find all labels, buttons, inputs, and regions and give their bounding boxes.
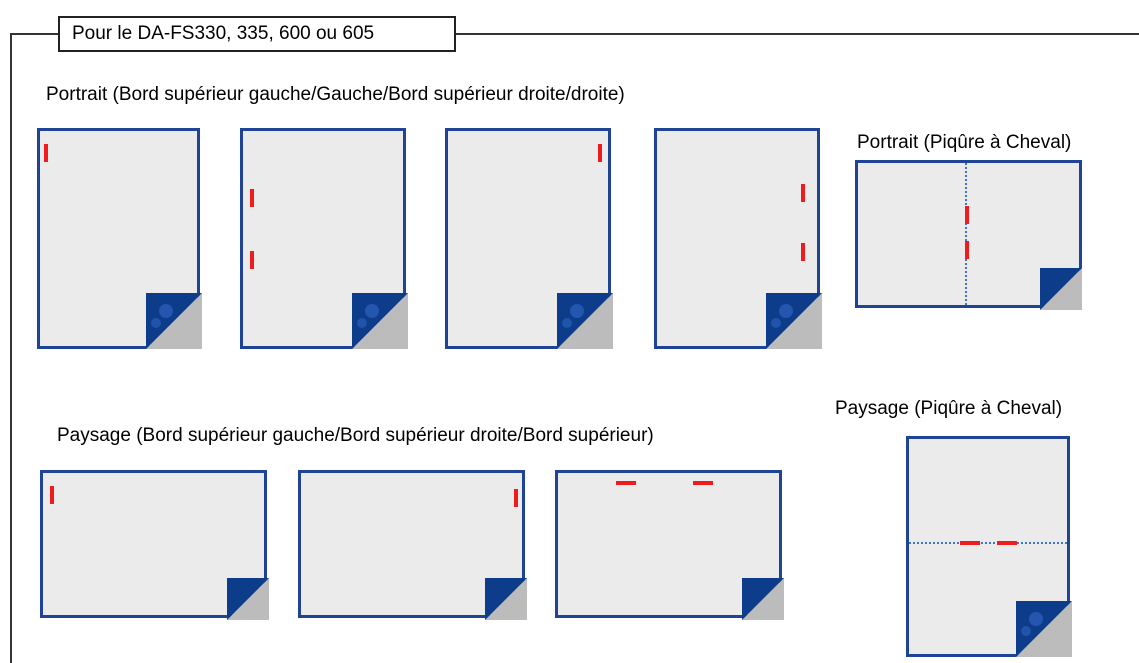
staple-mark [801,243,805,261]
section-title: Pour le DA-FS330, 335, 600 ou 605 [58,16,456,52]
frame-top-left-line [10,33,58,35]
staple-mark [50,486,54,504]
staple-mark [598,144,602,162]
staple-mark [250,189,254,207]
staple-mark [965,206,969,224]
staple-mark [693,481,713,485]
folded-corner-icon [742,578,784,620]
folded-corner-icon [557,293,613,349]
folded-corner-icon [1040,268,1082,310]
folded-corner-icon [227,578,269,620]
portrait-top-left-sheet [37,128,200,349]
portrait-label: Portrait (Bord supérieur gauche/Gauche/B… [46,84,625,105]
staple-mark [44,144,48,162]
fold-line [965,163,967,305]
staple-mark [997,541,1017,545]
landscape-saddle-label: Paysage (Piqûre à Cheval) [835,398,1063,419]
staple-mark [801,184,805,202]
staple-mark [616,481,636,485]
folded-corner-icon [485,578,527,620]
folded-corner-icon [146,293,202,349]
staple-mark [514,489,518,507]
staple-mark [250,251,254,269]
landscape-label: Paysage (Bord supérieur gauche/Bord supé… [57,425,654,446]
staple-mark [965,241,969,259]
folded-corner-icon [352,293,408,349]
staple-mark [960,541,980,545]
frame-left-line [10,33,12,663]
folded-corner-icon [1016,601,1072,657]
portrait-saddle-label: Portrait (Piqûre à Cheval) [857,132,1072,153]
folded-corner-icon [766,293,822,349]
fold-line [909,542,1067,544]
frame-top-right-line [456,33,1139,35]
